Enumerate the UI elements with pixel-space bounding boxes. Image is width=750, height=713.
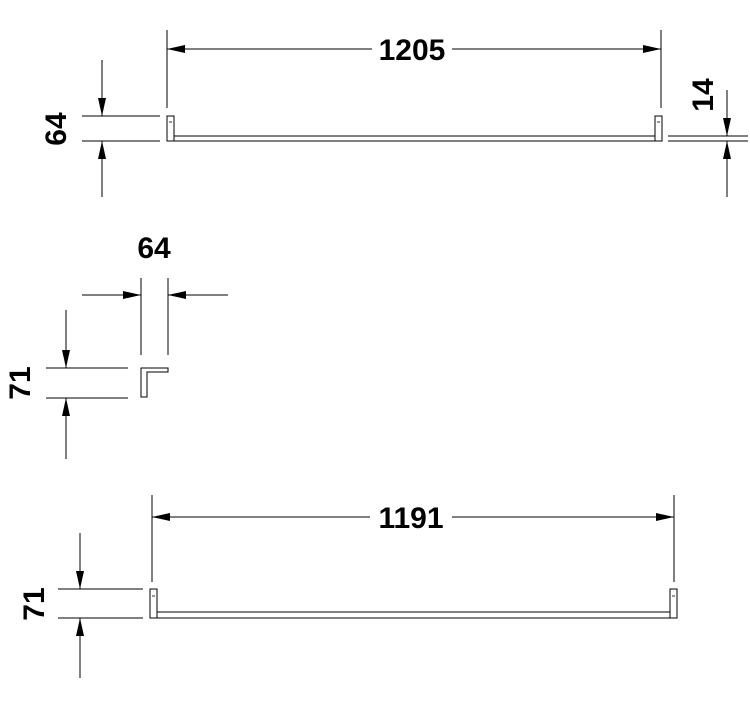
arrow-up-icon xyxy=(98,141,106,159)
bar-profile xyxy=(140,367,169,398)
arrow-down-icon xyxy=(76,571,84,589)
arrow-down-icon xyxy=(98,98,106,116)
dimension-1191: 1191 xyxy=(152,502,674,535)
arrow-right-icon xyxy=(656,513,674,521)
top-view: 1205 64 14 xyxy=(40,30,748,197)
arrow-down-icon xyxy=(62,350,70,368)
arrow-right-icon xyxy=(643,45,661,53)
dimension-71-side: 71 xyxy=(4,310,128,459)
dimension-label-64-top: 64 xyxy=(40,112,73,146)
arrow-up-icon xyxy=(62,398,70,416)
bar-front-view xyxy=(149,588,678,619)
dimension-71-front: 71 xyxy=(18,533,143,678)
dimension-label-1205: 1205 xyxy=(379,34,446,67)
arrow-left-icon xyxy=(167,45,185,53)
dimension-14: 14 xyxy=(668,78,748,197)
front-view: 1191 71 xyxy=(18,495,678,678)
arrow-down-icon xyxy=(723,118,731,136)
dimension-label-1191: 1191 xyxy=(378,502,443,535)
arrow-right-icon xyxy=(123,291,141,299)
arrow-left-icon xyxy=(152,513,170,521)
dimension-1205: 1205 xyxy=(167,34,661,67)
dimension-64-side: 64 xyxy=(82,232,228,355)
bar-top-view xyxy=(166,115,663,142)
side-view: 64 71 xyxy=(4,232,228,459)
arrow-up-icon xyxy=(723,141,731,159)
dimension-label-71-side: 71 xyxy=(4,366,37,399)
dimension-label-64-side: 64 xyxy=(137,232,171,265)
arrow-left-icon xyxy=(168,291,186,299)
arrow-up-icon xyxy=(76,618,84,636)
dimension-64-top: 64 xyxy=(40,60,160,197)
dimension-label-71-front: 71 xyxy=(18,587,51,620)
dimension-label-14: 14 xyxy=(687,78,720,112)
